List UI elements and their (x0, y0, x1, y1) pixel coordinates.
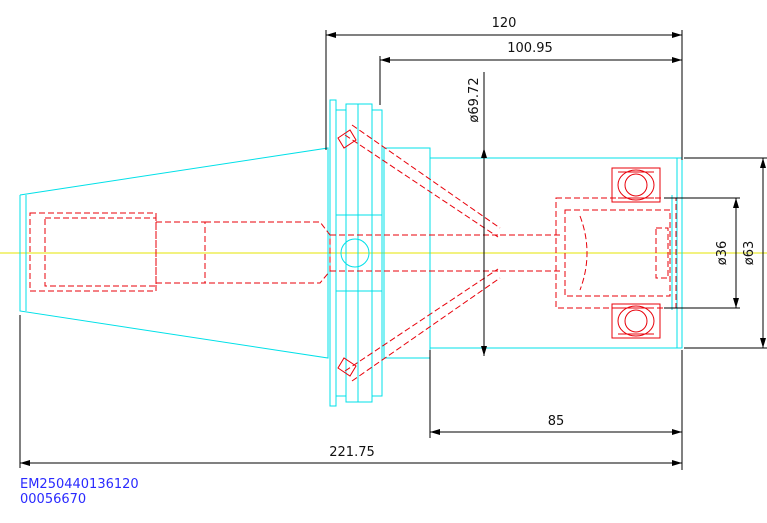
dim-221-75-label: 221.75 (329, 445, 375, 460)
dim-85-label: 85 (548, 414, 565, 429)
dim-100-95: 100.95 (379, 41, 682, 105)
dim-36-label: ø36 (715, 241, 730, 266)
front-pocket (555, 197, 677, 309)
dim-100-95-label: 100.95 (507, 41, 553, 56)
dim-120: 120 (325, 16, 683, 160)
dim-120-label: 120 (492, 16, 517, 31)
taper-shank (19, 147, 329, 359)
serial-number: 00056670 (20, 492, 87, 507)
dim-63-label: ø63 (742, 241, 757, 266)
body (383, 147, 683, 359)
dim-69-72: ø69.72 (467, 72, 487, 356)
dim-221-75: 221.75 (19, 315, 682, 468)
dim-85: 85 (429, 350, 683, 470)
dim-36: ø36 (664, 197, 740, 309)
dim-69-72-label: ø69.72 (467, 77, 482, 122)
coolant-passages (337, 124, 501, 382)
clamp-screw-bottom (611, 303, 661, 339)
clamp-screw-top (611, 167, 661, 203)
dim-63: ø63 (684, 157, 767, 349)
part-code: EM250440136120 (20, 477, 139, 492)
hidden-bore (29, 212, 560, 292)
